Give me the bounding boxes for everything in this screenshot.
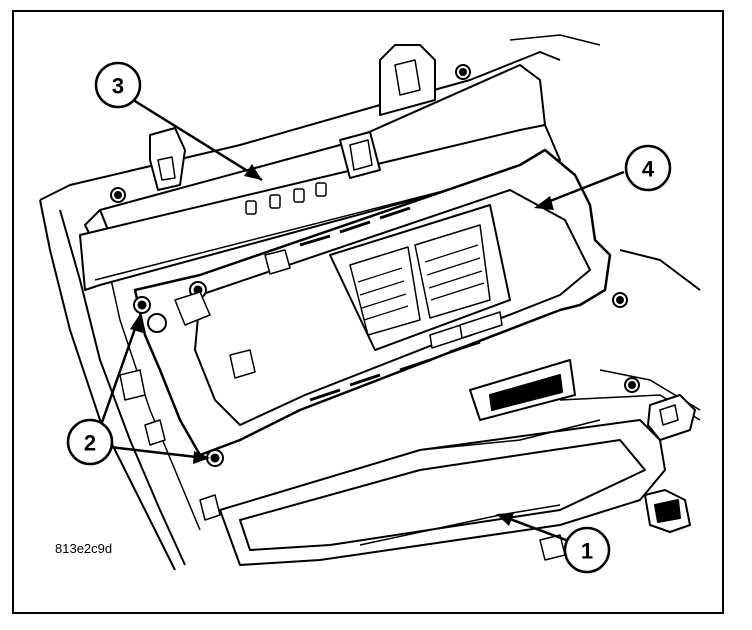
callout-2: 2 bbox=[66, 418, 114, 466]
callout-4: 4 bbox=[624, 144, 672, 192]
callout-3-number: 3 bbox=[112, 74, 124, 99]
callout-2-number: 2 bbox=[84, 431, 96, 456]
lower-module bbox=[119, 359, 696, 566]
callout-3: 3 bbox=[94, 61, 142, 109]
electronic-module bbox=[133, 148, 640, 467]
callout-4-number: 4 bbox=[642, 157, 655, 182]
callout-1-number: 1 bbox=[581, 539, 593, 564]
callout-1: 1 bbox=[563, 526, 611, 574]
upper-bracket bbox=[79, 44, 561, 291]
figure-id-label: 813e2c9d bbox=[55, 541, 112, 556]
leader-lines bbox=[98, 96, 625, 542]
